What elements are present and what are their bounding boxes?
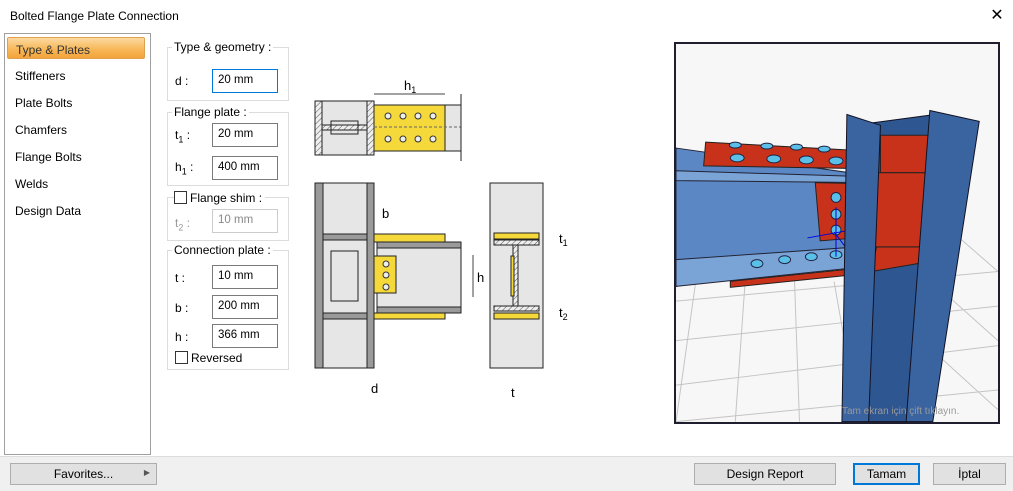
top-view: h1 <box>314 78 462 161</box>
b-label: b : <box>175 301 189 315</box>
connection-diagram: h1 b h d t1 t2 t <box>314 78 568 400</box>
side-view: t1 t2 t <box>489 182 568 400</box>
footer-bar: Favorites... ▶ Design Report Tamam İptal <box>0 456 1013 491</box>
sidebar-item-chamfers[interactable]: Chamfers <box>15 123 68 137</box>
group-legend: Type & geometry : <box>174 40 272 54</box>
t1-input[interactable]: 20 mm <box>212 123 278 147</box>
t2-label-text: t <box>175 216 179 230</box>
t1-dim-label: t1 <box>559 231 568 248</box>
sidebar-item-stiffeners[interactable]: Stiffeners <box>15 69 66 83</box>
h1-sub: 1 <box>181 166 187 177</box>
h1-input[interactable]: 400 mm <box>212 156 278 180</box>
sidebar-item-design-data[interactable]: Design Data <box>15 204 82 218</box>
group-legend: Flange plate : <box>174 105 247 119</box>
flange-shim-label: Flange shim : <box>190 191 263 205</box>
reversed-label: Reversed <box>191 351 243 365</box>
ok-button[interactable]: Tamam <box>853 463 920 485</box>
h-input[interactable]: 366 mm <box>212 324 278 348</box>
sidebar-item-type-plates[interactable]: Type & Plates <box>7 37 145 59</box>
sidebar-nav: Type & Plates Stiffeners Plate Bolts Cha… <box>4 33 151 455</box>
d-dim-label: d <box>371 381 378 396</box>
d-input[interactable]: 20 mm <box>212 69 278 93</box>
fullscreen-hint: Tam ekran için çift tıklayın. <box>842 406 960 417</box>
title-bar: Bolted Flange Plate Connection ✕ <box>0 0 1013 32</box>
t2-label: t2 : <box>175 216 191 233</box>
favorites-label: Favorites... <box>53 467 114 481</box>
connection-plate-group: Connection plate : <box>167 243 289 370</box>
flange-plate-group: Flange plate : <box>167 105 289 186</box>
cancel-button[interactable]: İptal <box>933 463 1006 485</box>
flange-shim-checkbox[interactable]: Flange shim : <box>174 191 266 205</box>
3d-view[interactable]: Tam ekran için çift tıklayın. <box>674 42 1000 424</box>
h-dim-label: h <box>477 270 484 285</box>
reversed-checkbox[interactable]: Reversed <box>175 351 242 365</box>
sidebar-item-plate-bolts[interactable]: Plate Bolts <box>15 96 73 110</box>
t1-label: t1 : <box>175 128 191 145</box>
favorites-button[interactable]: Favorites... ▶ <box>10 463 157 485</box>
b-dim-label: b <box>382 206 389 221</box>
sidebar-item-flange-bolts[interactable]: Flange Bolts <box>15 150 82 164</box>
t-label: t : <box>175 271 186 285</box>
window-title: Bolted Flange Plate Connection <box>10 9 179 23</box>
sidebar-item-welds[interactable]: Welds <box>15 177 49 191</box>
chevron-right-icon: ▶ <box>143 468 150 477</box>
h1-dim-label: h1 <box>404 78 416 95</box>
h1-label-text: h <box>175 160 182 174</box>
close-icon[interactable]: ✕ <box>990 7 1004 24</box>
h1-label: h1 : <box>175 160 194 177</box>
t2-input[interactable]: 10 mm <box>212 209 278 233</box>
d-label: d : <box>175 74 189 88</box>
design-report-button[interactable]: Design Report <box>694 463 836 485</box>
t2-sub: 2 <box>178 222 184 233</box>
t2-dim-label: t2 <box>559 305 568 322</box>
t-dim-label: t <box>511 385 515 400</box>
t1-sub: 1 <box>178 134 184 145</box>
checkbox-box[interactable] <box>174 191 187 204</box>
3d-model <box>676 109 998 422</box>
front-view: b h d <box>314 182 484 396</box>
h-label: h : <box>175 330 189 344</box>
t1-label-text: t <box>175 128 179 142</box>
group-legend: Connection plate : <box>174 243 271 257</box>
t-input[interactable]: 10 mm <box>212 265 278 289</box>
b-input[interactable]: 200 mm <box>212 295 278 319</box>
checkbox-box[interactable] <box>175 351 188 364</box>
type-geometry-group: Type & geometry : <box>167 40 289 101</box>
